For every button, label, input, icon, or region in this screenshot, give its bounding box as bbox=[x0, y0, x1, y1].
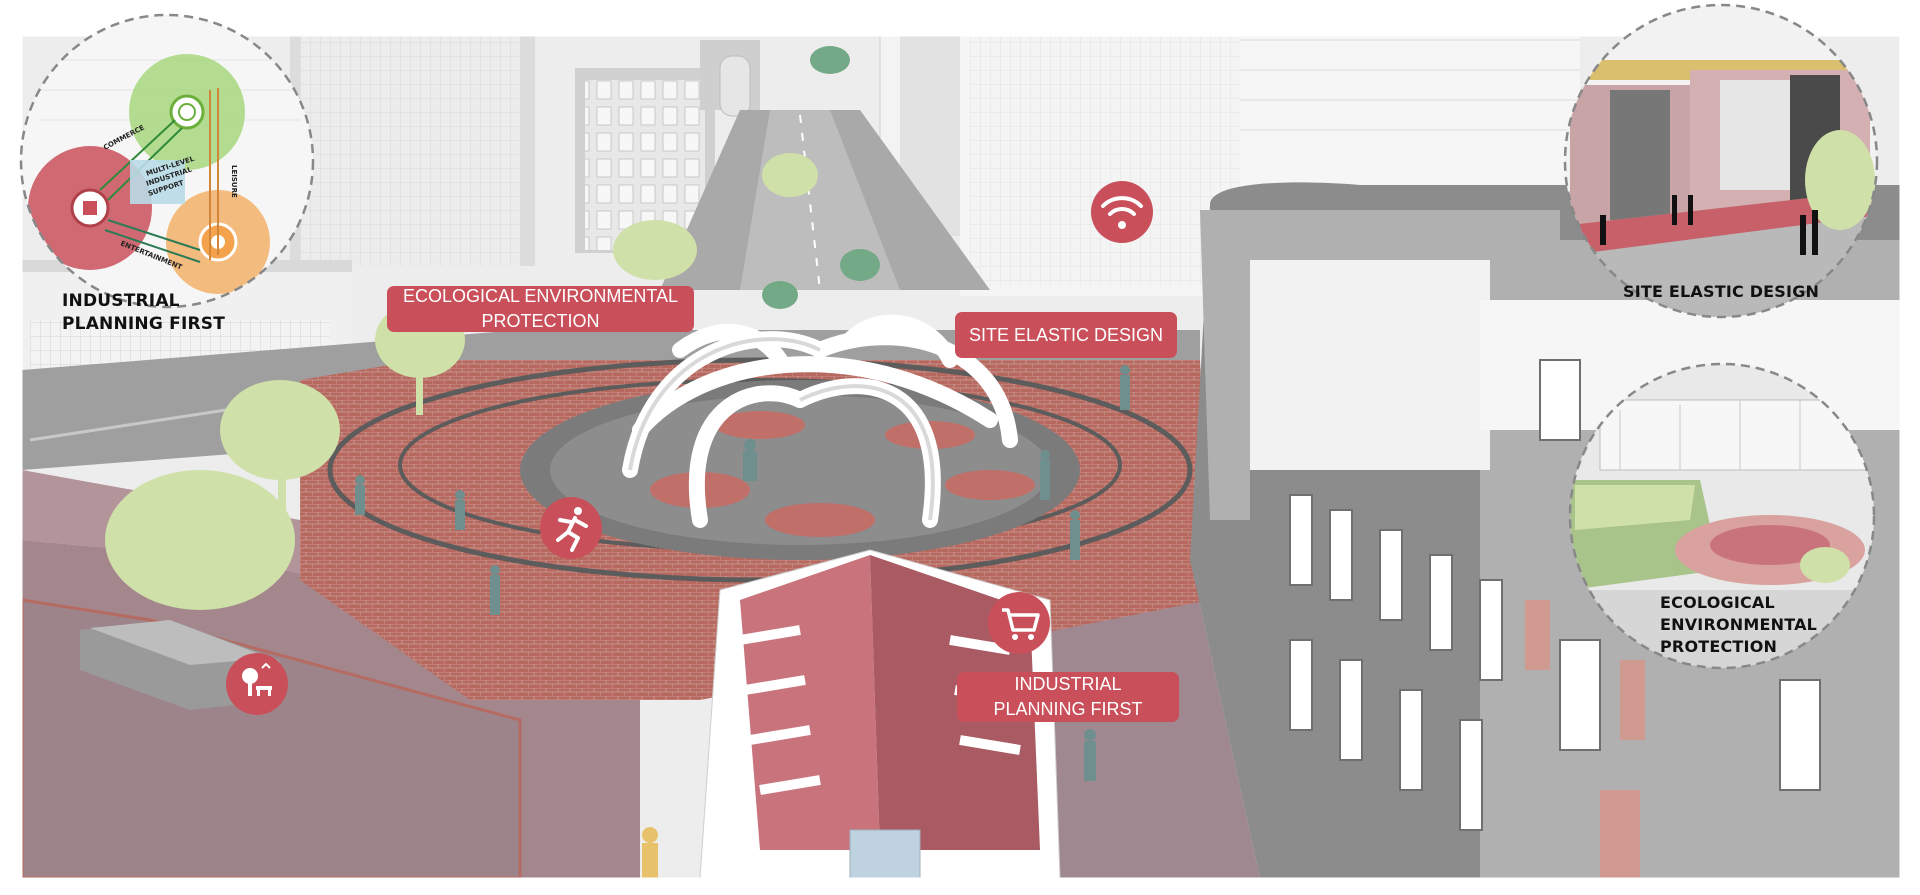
callout-industrial: INDUSTRIAL PLANNING FIRST bbox=[957, 672, 1179, 722]
detail-label-industrial-line1: INDUSTRIAL bbox=[62, 291, 180, 311]
callout-industrial-line2: PLANNING FIRST bbox=[993, 699, 1143, 719]
callout-site-elastic: SITE ELASTIC DESIGN bbox=[955, 312, 1177, 358]
callout-ecological: ECOLOGICAL ENVIRONMENTAL PROTECTION bbox=[387, 286, 694, 332]
detail-label-site-elastic: SITE ELASTIC DESIGN bbox=[1623, 282, 1819, 302]
detail-label-ecological: ECOLOGICAL ENVIRONMENTAL PROTECTION bbox=[1660, 592, 1817, 658]
detail-label-ecological-line1: ECOLOGICAL bbox=[1660, 593, 1775, 612]
detail-label-site-elastic-line1: SITE ELASTIC DESIGN bbox=[1623, 282, 1820, 301]
running-person-icon bbox=[540, 497, 602, 559]
callout-site-elastic-line1: SITE ELASTIC DESIGN bbox=[968, 324, 1164, 345]
people bbox=[355, 365, 1130, 878]
detail-label-ecological-line3: PROTECTION bbox=[1660, 637, 1778, 656]
callout-ecological-line2: PROTECTION bbox=[481, 311, 600, 331]
detail-label-industrial: INDUSTRIAL PLANNING FIRST bbox=[62, 290, 225, 336]
gable-roof-building bbox=[699, 549, 1061, 878]
site-elastic-detail-circle bbox=[1563, 3, 1879, 319]
leisure-label: LEISURE bbox=[230, 165, 238, 198]
shopping-cart-icon bbox=[988, 592, 1050, 654]
tree-bench-icon bbox=[226, 653, 288, 715]
callout-industrial-line1: INDUSTRIAL bbox=[1014, 674, 1122, 694]
callout-ecological-line1: ECOLOGICAL ENVIRONMENTAL bbox=[402, 286, 679, 306]
wifi-icon bbox=[1091, 181, 1153, 243]
detail-label-ecological-line2: ENVIRONMENTAL bbox=[1660, 615, 1818, 634]
detail-label-industrial-line2: PLANNING FIRST bbox=[62, 314, 225, 334]
industry-detail-circle: COMMERCE LEISURE MULTI-LEVEL INDUSTRIAL … bbox=[19, 13, 315, 309]
